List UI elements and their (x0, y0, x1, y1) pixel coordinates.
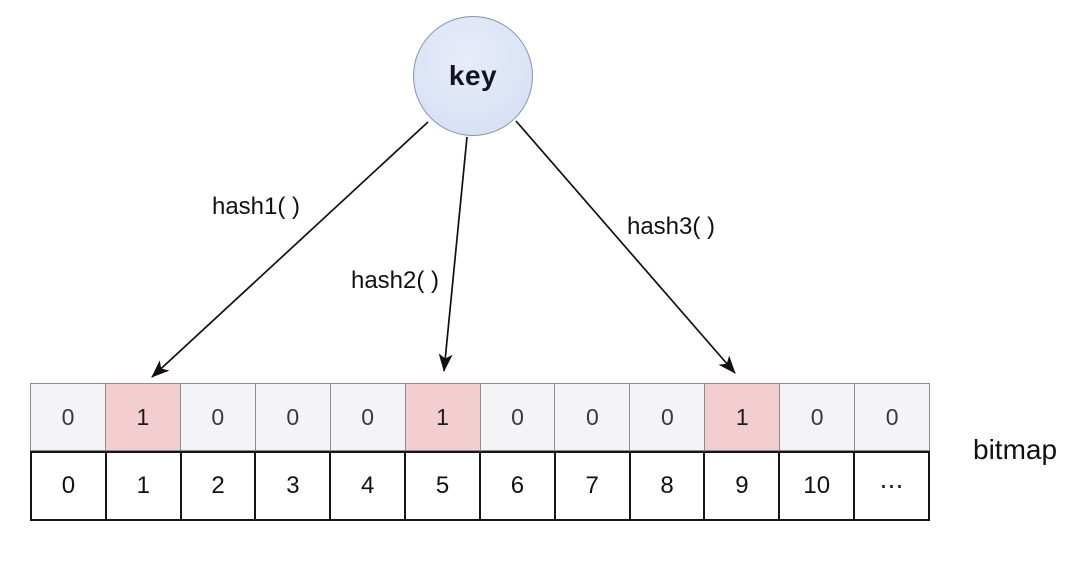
index-cell-0: 0 (32, 453, 107, 519)
hash1-label: hash1( ) (211, 193, 301, 220)
index-cell-2: 2 (181, 453, 257, 519)
index-cell-6: 6 (480, 453, 556, 519)
hash2-arrow (438, 136, 468, 372)
key-node-label: key (448, 60, 498, 91)
hash3-arrow (515, 120, 736, 374)
bit-cell-0: 0 (31, 384, 106, 450)
bit-cell-9: 1 (705, 384, 781, 450)
bit-cell-5: 1 (405, 384, 481, 450)
index-cell-11: ⋯ (855, 453, 928, 519)
bit-cell-3: 0 (255, 384, 331, 450)
bit-cell-6: 0 (480, 384, 556, 450)
index-cell-3: 3 (256, 453, 332, 519)
bit-cell-11: 0 (855, 384, 930, 450)
index-cell-9: 9 (705, 453, 781, 519)
index-cell-4: 4 (331, 453, 407, 519)
bit-cell-10: 0 (780, 384, 856, 450)
bit-cell-7: 0 (555, 384, 631, 450)
bit-cell-4: 0 (330, 384, 406, 450)
bit-cell-2: 0 (180, 384, 256, 450)
index-cell-10: 10 (780, 453, 856, 519)
hash1-arrow (151, 121, 429, 378)
index-cell-7: 7 (555, 453, 631, 519)
hash2-label: hash2( ) (350, 267, 440, 294)
hash3-label: hash3( ) (626, 213, 716, 240)
bit-cell-1: 1 (105, 384, 181, 450)
key-node: key (413, 16, 533, 136)
bit-cell-8: 0 (630, 384, 706, 450)
index-cell-8: 8 (630, 453, 706, 519)
index-cell-1: 1 (106, 453, 182, 519)
bitmap-label: bitmap (973, 434, 1058, 465)
index-cell-5: 5 (406, 453, 481, 519)
